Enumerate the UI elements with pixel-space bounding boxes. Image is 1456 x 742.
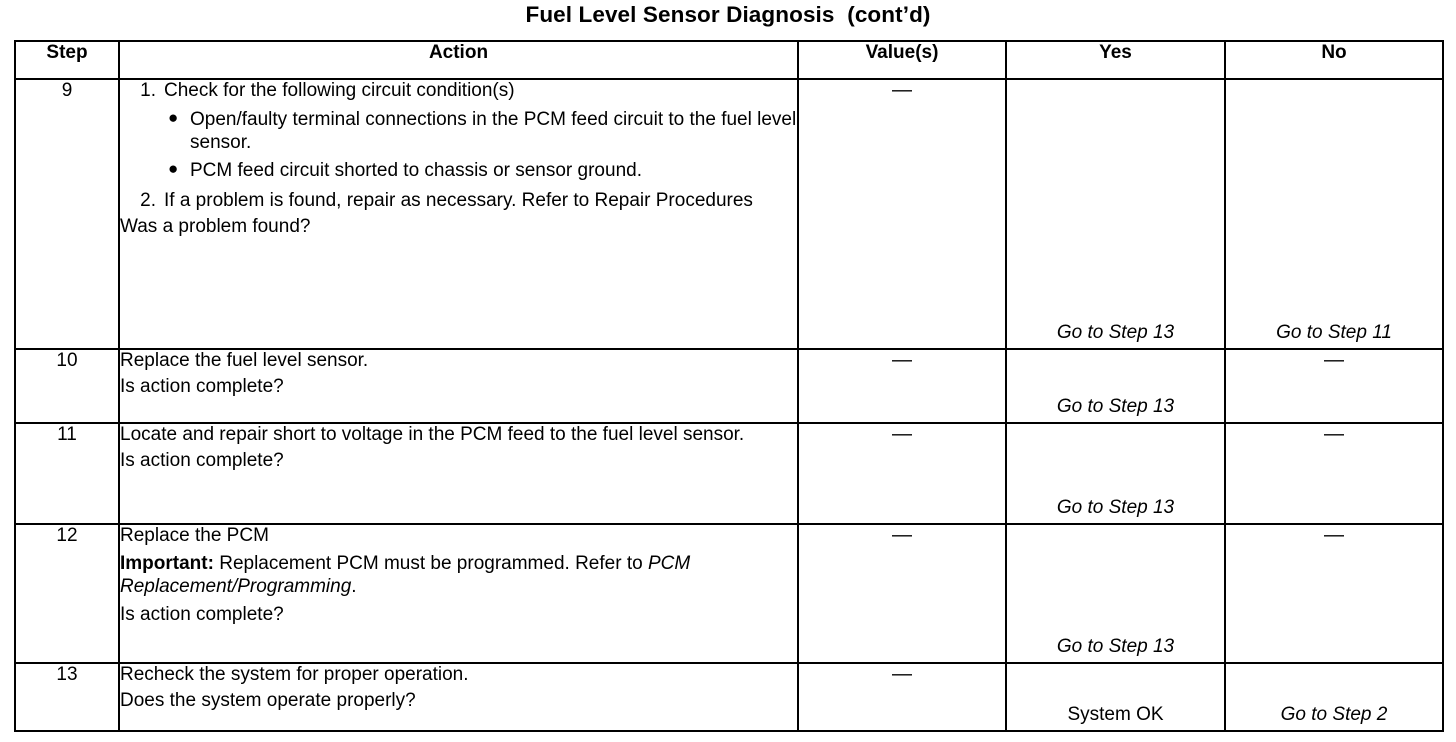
- no-text: Go to Step 11: [1276, 321, 1392, 343]
- table-body: 9 1. Check for the following circuit con…: [14, 78, 1444, 732]
- no-text: —: [1324, 524, 1344, 546]
- list-marker: 2.: [140, 189, 156, 211]
- value-text: —: [892, 79, 912, 101]
- numbered-item: 2. If a problem is found, repair as nece…: [120, 190, 797, 212]
- value-cell: —: [797, 78, 1007, 350]
- list-marker: 1.: [140, 80, 156, 101]
- step-number: 11: [14, 422, 120, 525]
- action-line: Replace the fuel level sensor.: [120, 350, 369, 371]
- column-header-value: Value(s): [797, 40, 1007, 80]
- diagnosis-table: Step Action Value(s) Yes No 9 1. Check f…: [14, 40, 1444, 732]
- important-text: Replacement PCM must be programmed. Refe…: [213, 553, 648, 575]
- yes-cell: Go to Step 13: [1005, 348, 1226, 424]
- yes-text: Go to Step 13: [1056, 321, 1175, 343]
- bullet-dot-icon: ●: [168, 159, 179, 179]
- bullet-text: PCM feed circuit shorted to chassis or s…: [190, 160, 642, 182]
- action-line: Replace the PCM: [120, 525, 269, 546]
- no-text: —: [1324, 349, 1344, 371]
- important-reference: PCM Replacement/Programming: [120, 553, 691, 597]
- column-header-action: Action: [118, 40, 799, 80]
- bullet-item: ● PCM feed circuit shorted to chassis or…: [164, 159, 797, 182]
- yes-text: System OK: [1067, 703, 1164, 725]
- step-number: 13: [14, 662, 120, 732]
- column-header-no: No: [1224, 40, 1444, 80]
- no-text: Go to Step 2: [1280, 703, 1388, 725]
- yes-cell: Go to Step 13: [1005, 422, 1226, 525]
- step-number: 10: [14, 348, 120, 424]
- table-row: 10 Replace the fuel level sensor. Is act…: [14, 348, 1444, 424]
- action-content: Recheck the system for proper operation.…: [118, 662, 799, 732]
- table-row: 12 Replace the PCM Important: Replacemen…: [14, 523, 1444, 664]
- yes-text: Go to Step 13: [1056, 635, 1175, 657]
- action-content: Replace the fuel level sensor. Is action…: [118, 348, 799, 424]
- action-content: Replace the PCM Important: Replacement P…: [118, 523, 799, 664]
- yes-text: Go to Step 13: [1056, 496, 1175, 518]
- no-cell: Go to Step 2: [1224, 662, 1444, 732]
- action-question: Is action complete?: [120, 376, 284, 398]
- page-title-text: Fuel Level Sensor Diagnosis (cont’d): [525, 2, 931, 27]
- yes-cell: System OK: [1005, 662, 1226, 732]
- action-important-note: Important: Replacement PCM must be progr…: [120, 553, 797, 598]
- value-cell: —: [797, 422, 1007, 525]
- bullet-text: Open/faulty terminal connections in the …: [190, 109, 797, 153]
- action-line: Locate and repair short to voltage in th…: [120, 424, 745, 445]
- step-number: 12: [14, 523, 120, 664]
- table-header-row: Step Action Value(s) Yes No: [14, 40, 1444, 80]
- numbered-list: 1. Check for the following circuit condi…: [120, 80, 797, 212]
- action-line: Recheck the system for proper operation.: [120, 664, 469, 685]
- bullet-item: ● Open/faulty terminal connections in th…: [164, 108, 797, 154]
- column-header-yes: Yes: [1005, 40, 1226, 80]
- action-content: 1. Check for the following circuit condi…: [118, 78, 799, 350]
- column-header-step: Step: [14, 40, 120, 80]
- value-cell: —: [797, 348, 1007, 424]
- value-text: —: [892, 349, 912, 371]
- action-question: Is action complete?: [120, 604, 284, 626]
- action-question: Is action complete?: [120, 450, 284, 472]
- yes-text: Go to Step 13: [1056, 395, 1175, 417]
- table-header: Step Action Value(s) Yes No: [14, 40, 1444, 80]
- numbered-item: 1. Check for the following circuit condi…: [120, 80, 797, 183]
- no-cell: —: [1224, 523, 1444, 664]
- step-number: 9: [14, 78, 120, 350]
- no-cell: —: [1224, 348, 1444, 424]
- bullet-list: ● Open/faulty terminal connections in th…: [164, 108, 797, 182]
- list-text: If a problem is found, repair as necessa…: [164, 189, 753, 211]
- bullet-dot-icon: ●: [168, 108, 179, 128]
- value-cell: —: [797, 662, 1007, 732]
- value-cell: —: [797, 523, 1007, 664]
- action-question: Does the system operate properly?: [120, 690, 416, 712]
- action-question: Was a problem found?: [120, 216, 311, 238]
- yes-cell: Go to Step 13: [1005, 78, 1226, 350]
- list-text: Check for the following circuit conditio…: [164, 80, 515, 101]
- table-row: 9 1. Check for the following circuit con…: [14, 78, 1444, 350]
- table-row: 11 Locate and repair short to voltage in…: [14, 422, 1444, 525]
- no-cell: Go to Step 11: [1224, 78, 1444, 350]
- no-cell: —: [1224, 422, 1444, 525]
- no-text: —: [1324, 423, 1344, 445]
- value-text: —: [892, 423, 912, 445]
- value-text: —: [892, 524, 912, 546]
- important-tail: .: [351, 575, 357, 597]
- value-text: —: [892, 663, 912, 685]
- important-label: Important:: [120, 553, 214, 575]
- yes-cell: Go to Step 13: [1005, 523, 1226, 664]
- page-title: Fuel Level Sensor Diagnosis (cont’d): [0, 2, 1456, 28]
- table-row: 13 Recheck the system for proper operati…: [14, 662, 1444, 732]
- action-content: Locate and repair short to voltage in th…: [118, 422, 799, 525]
